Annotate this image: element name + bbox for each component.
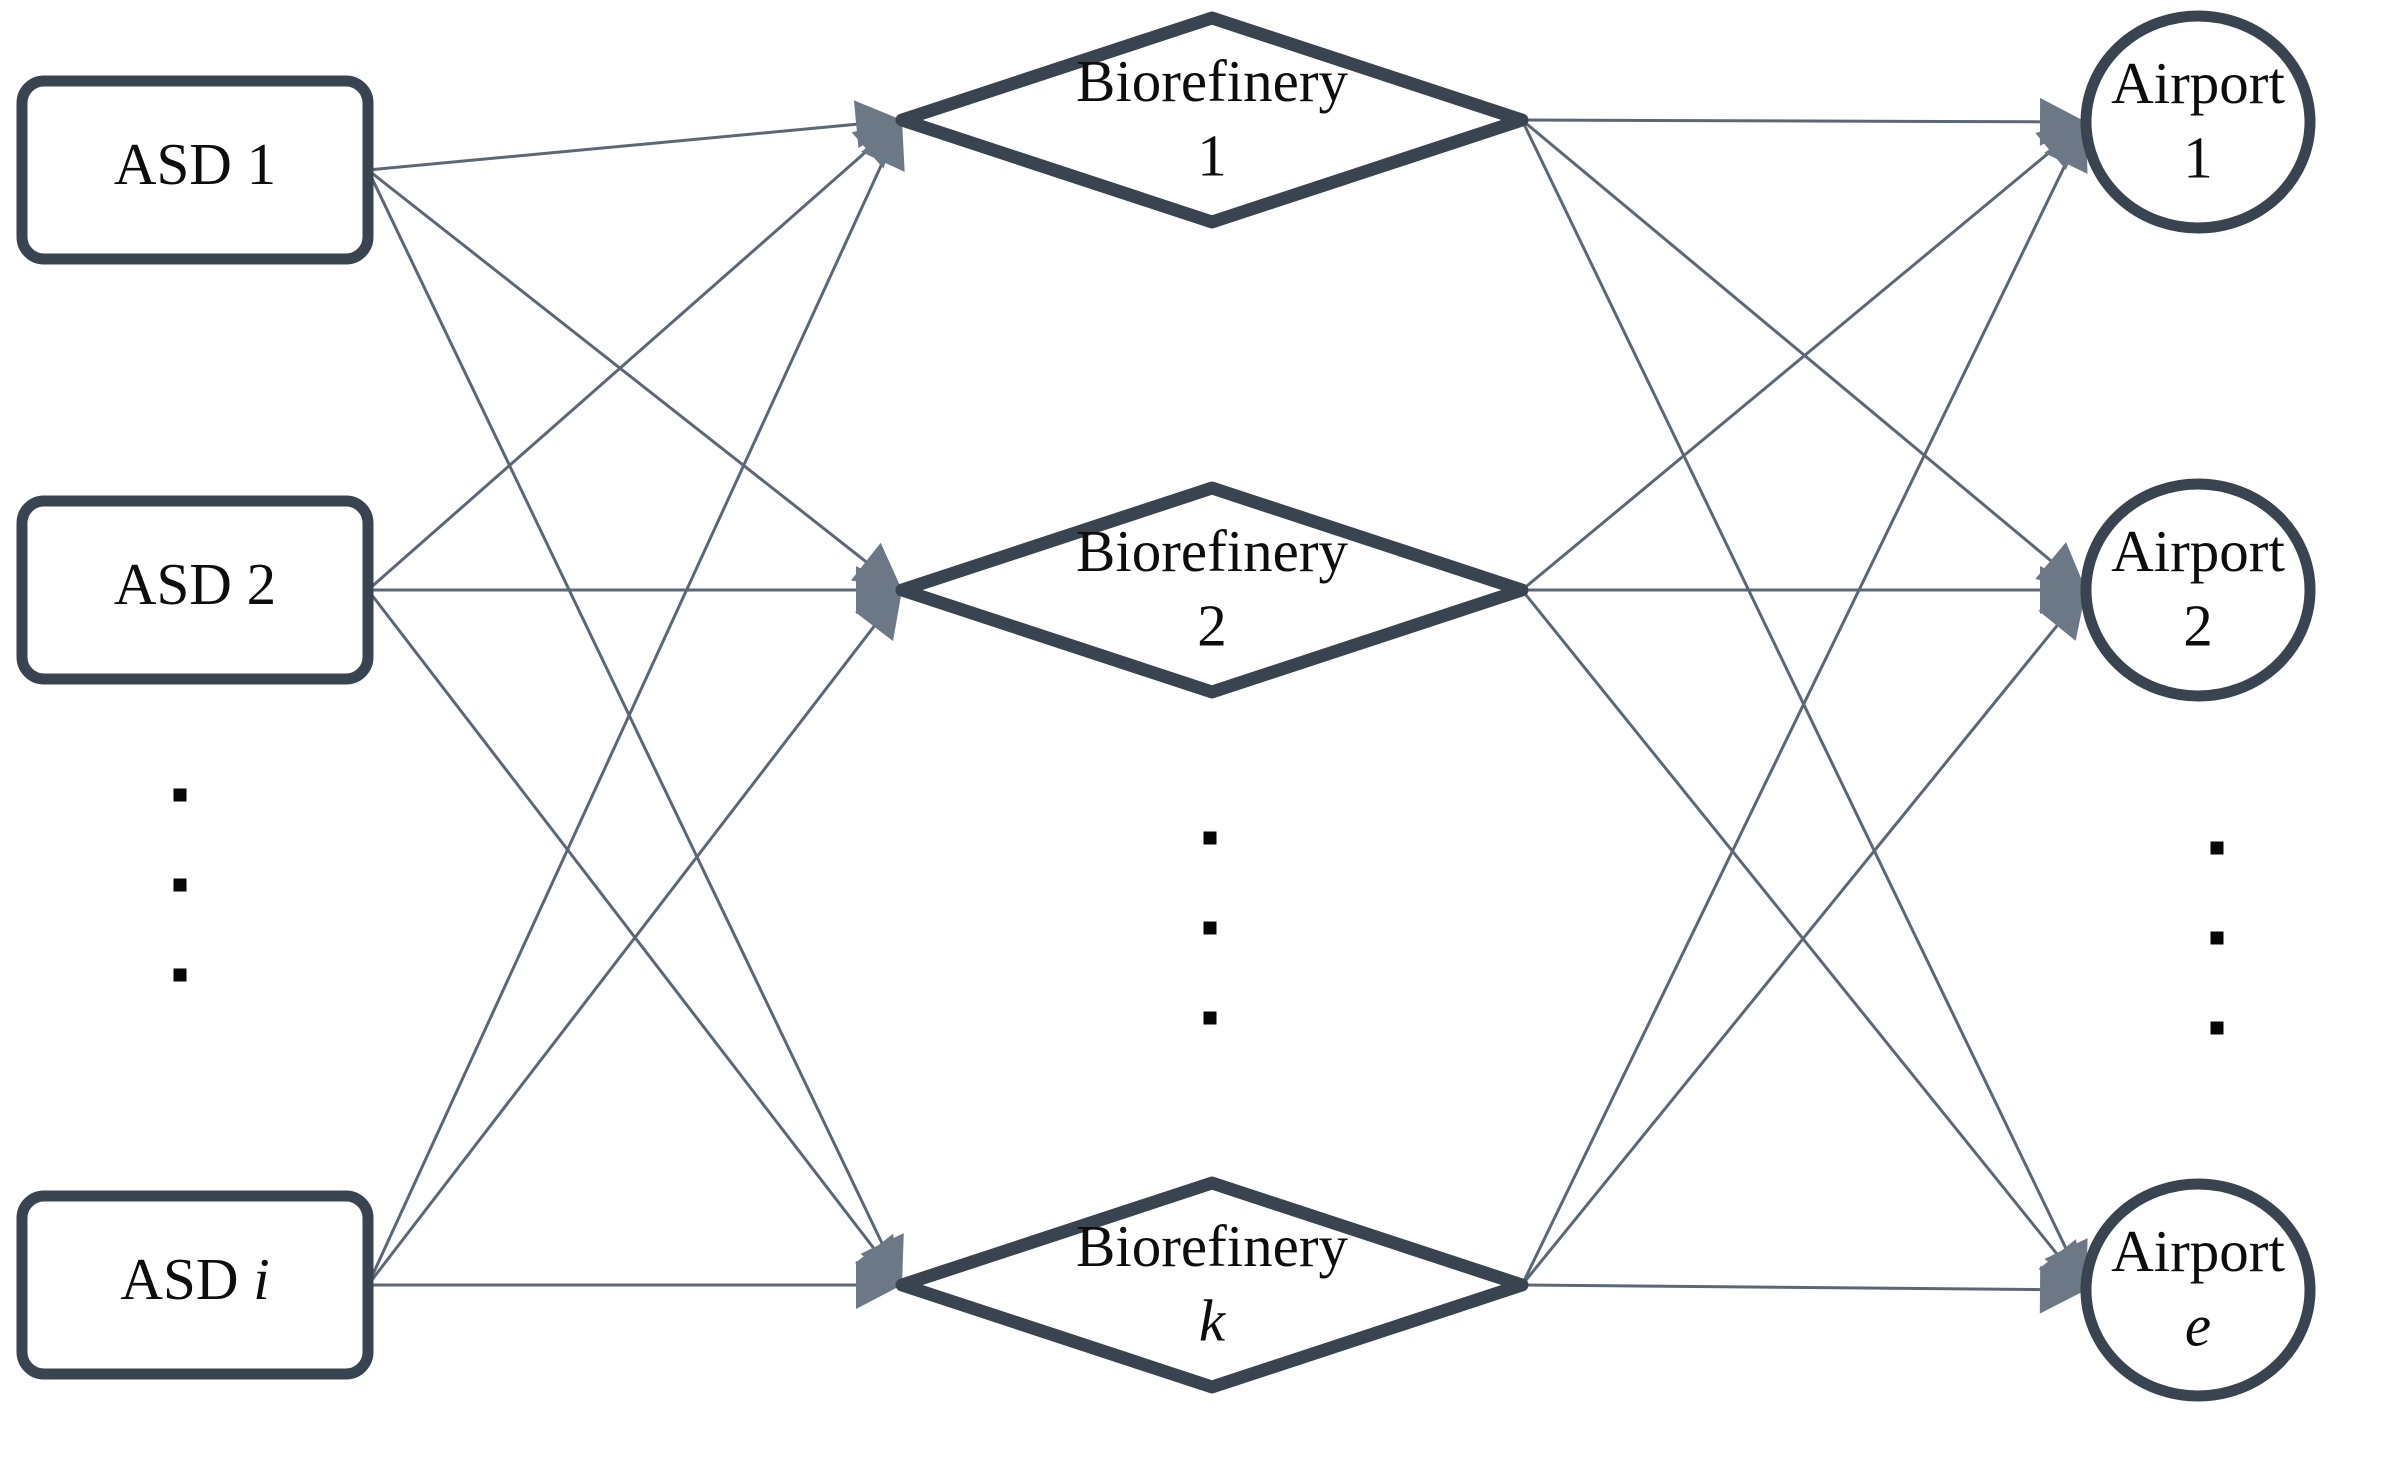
edge-bio1-to-aire — [1520, 119, 2070, 1253]
edge-asd2-to-biok — [366, 589, 878, 1253]
edge-asdi-to-bio2 — [366, 622, 878, 1286]
node-label-asd2: ASD 2 — [114, 551, 276, 617]
edge-biok-to-aire — [1521, 1283, 2045, 1292]
ellipsis-dot-asd-1 — [173, 788, 187, 802]
edge-bio1-to-air2 — [1521, 118, 2055, 565]
node-bio1[interactable]: Biorefinery 1 — [895, 11, 1529, 229]
edge-asd2-to-bio1 — [367, 146, 872, 592]
node-sublabel-biok: k — [1199, 1288, 1227, 1354]
node-sublabel-aire: e — [2185, 1293, 2211, 1359]
edge-layer — [366, 118, 2070, 1292]
ellipsis-dot-airport-3 — [2210, 1021, 2224, 1035]
edge-biok-to-air1 — [1520, 159, 2070, 1286]
arrowhead-icon-asdi-to-bio2 — [854, 590, 902, 642]
arrowhead-icon-asdi-to-biok — [856, 1261, 902, 1309]
airport-circle-shape — [2080, 10, 2316, 234]
edge-asd1-to-bio2 — [367, 168, 870, 566]
biorefinery-diamond-shape — [895, 481, 1529, 699]
ellipsis-dot-airport-1 — [2210, 841, 2224, 855]
arrowhead-icon-bio2-to-aire — [2038, 1239, 2086, 1290]
ellipsis-layer — [173, 788, 2224, 1035]
node-label-bio1: Biorefinery — [1076, 48, 1348, 114]
arrowhead-icon-asdi-to-bio1 — [861, 120, 905, 172]
ellipsis-dot-asd-2 — [173, 878, 187, 892]
asd-box-shape — [16, 495, 374, 685]
node-asd1[interactable]: ASD 1 — [16, 75, 374, 265]
node-asd2[interactable]: ASD 2 — [16, 495, 374, 685]
ellipsis-dot-airport-2 — [2210, 931, 2224, 945]
node-label-asdi: ASD i — [120, 1246, 269, 1312]
node-label-aire: Airport — [2111, 1218, 2285, 1284]
node-asdi[interactable]: ASD i — [16, 1190, 374, 1380]
biorefinery-diamond-shape — [895, 1176, 1529, 1394]
node-bio2[interactable]: Biorefinery 2 — [895, 481, 1529, 699]
arrowhead-icon-biok-to-air2 — [2038, 590, 2086, 641]
ellipsis-dot-biorefinery-2 — [1203, 921, 1217, 935]
ellipsis-dot-asd-3 — [173, 968, 187, 982]
ellipsis-dot-biorefinery-1 — [1203, 831, 1217, 845]
arrowhead-icon-asd2-to-bio2 — [856, 566, 902, 614]
edge-asd1-to-bio1 — [367, 122, 861, 172]
arrowhead-icon-biok-to-air1 — [2044, 122, 2088, 174]
arrowhead-icon-biok-to-aire — [2039, 1265, 2086, 1314]
arrowhead-icon-bio2-to-air2 — [2040, 566, 2086, 614]
node-air1[interactable]: Airport 1 — [2080, 10, 2316, 234]
node-label-asd1: ASD 1 — [114, 131, 276, 197]
node-label-air2: Airport — [2111, 518, 2285, 584]
edge-asd1-to-biok — [366, 169, 886, 1248]
arrowhead-icon-asd2-to-biok — [854, 1233, 902, 1285]
asd-box-shape — [16, 75, 374, 265]
node-air2[interactable]: Airport 2 — [2080, 478, 2316, 702]
node-aire[interactable]: Airport e — [2080, 1178, 2316, 1402]
biorefinery-diamond-shape — [895, 11, 1529, 229]
edge-bio1-to-air1 — [1521, 118, 2045, 124]
node-sublabel-air1: 1 — [2183, 125, 2213, 191]
airport-circle-shape — [2080, 478, 2316, 702]
airport-circle-shape — [2080, 1178, 2316, 1402]
edge-biok-to-air2 — [1520, 621, 2061, 1286]
node-biok[interactable]: Biorefinery k — [895, 1176, 1529, 1394]
edge-bio2-to-aire — [1520, 589, 2061, 1259]
ellipsis-dot-biorefinery-3 — [1203, 1011, 1217, 1025]
node-label-bio2: Biorefinery — [1076, 518, 1348, 584]
edge-bio2-to-air1 — [1521, 147, 2055, 592]
node-sublabel-air2: 2 — [2183, 593, 2213, 659]
asd-box-shape — [16, 1190, 374, 1380]
node-sublabel-bio1: 1 — [1197, 123, 1227, 189]
arrowhead-layer — [851, 97, 2088, 1314]
edge-asdi-to-bio1 — [366, 157, 886, 1286]
node-label-air1: Airport — [2111, 50, 2285, 116]
node-sublabel-bio2: 2 — [1197, 593, 1227, 659]
node-label-biok: Biorefinery — [1076, 1213, 1348, 1279]
